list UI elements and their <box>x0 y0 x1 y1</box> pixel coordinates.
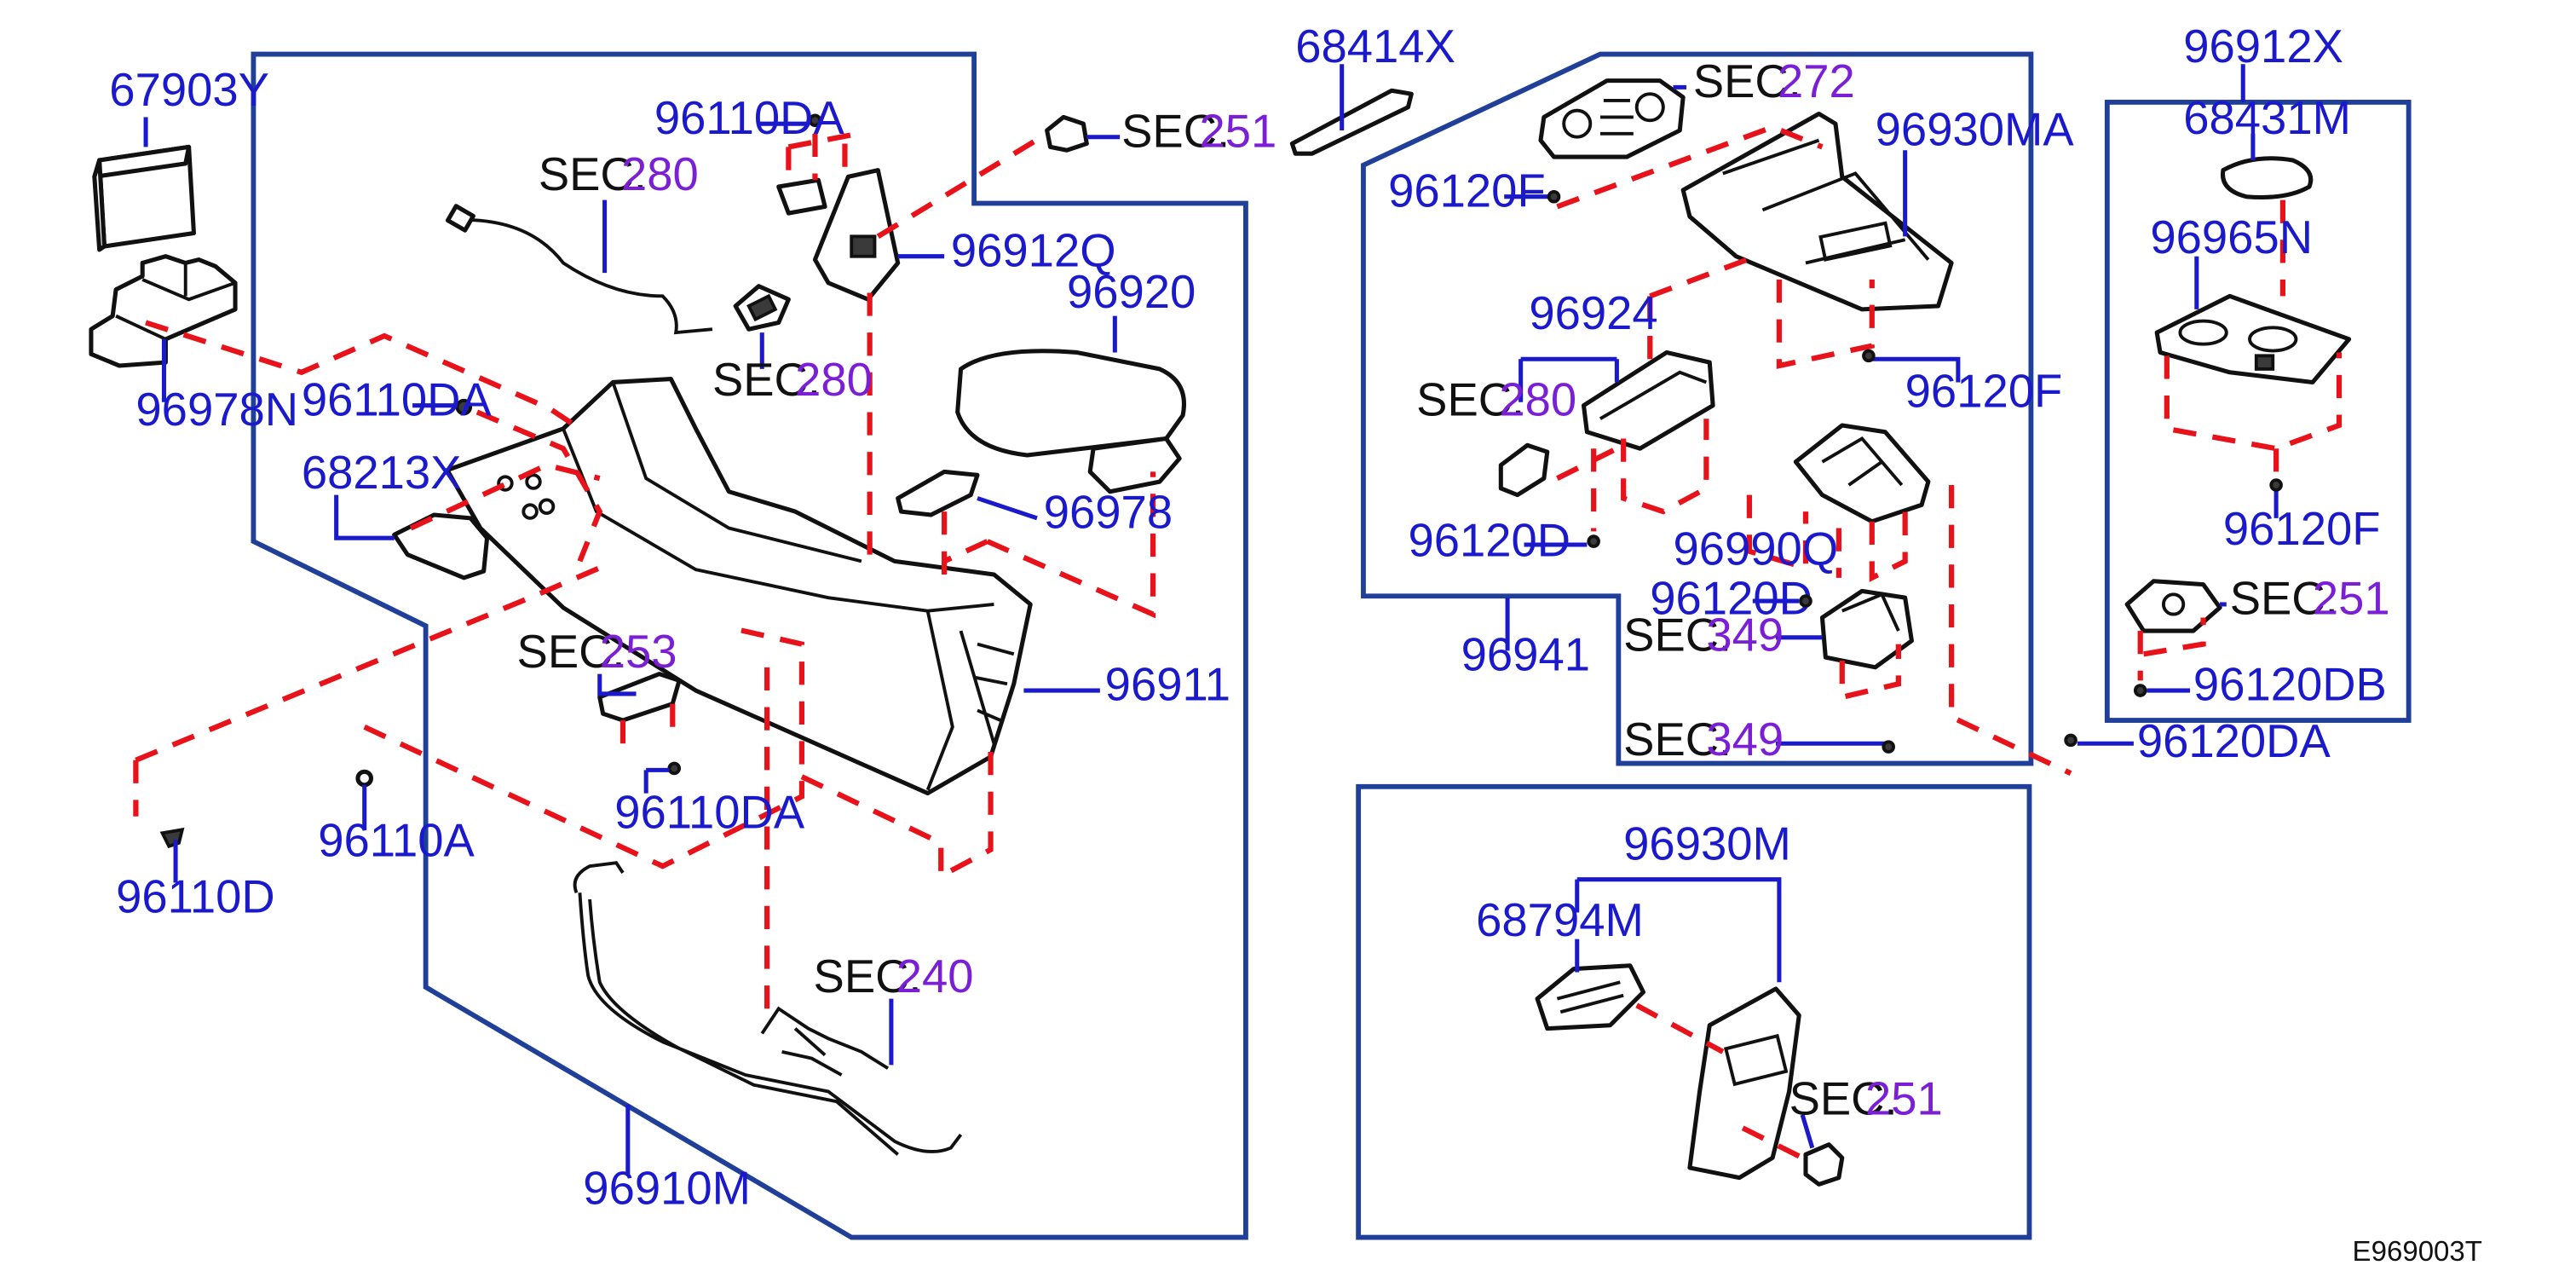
label-96120DA-right: 96120DA <box>2137 715 2331 767</box>
label-96930M: 96930M <box>1623 817 1791 869</box>
part-96912Q-shape <box>776 168 901 302</box>
sec-prefix: SEC. <box>712 354 821 406</box>
label-96941: 96941 <box>1461 629 1590 681</box>
diagram-code: E969003T <box>2353 1236 2482 1265</box>
label-96965N: 96965N <box>2150 211 2313 263</box>
part-harness-96910M-shape <box>573 861 963 1156</box>
reference-lines <box>133 124 2343 1164</box>
part-68431M-shape <box>2220 156 2314 200</box>
leader-lines <box>143 64 2279 1175</box>
sec-prefix: SEC. <box>1693 55 1801 107</box>
sec-number: 251 <box>2313 573 2390 625</box>
sec-ref-349-bolt: SEC. 349 <box>1623 713 1784 765</box>
sec-ref-240: SEC. 240 <box>814 950 974 1002</box>
label-96110D: 96110D <box>116 871 275 923</box>
part-96965N-shape <box>2154 293 2352 384</box>
sec-number: 272 <box>1778 55 1855 107</box>
part-control-272-shape <box>1538 78 1686 159</box>
label-96110DA-bottom: 96110DA <box>614 786 805 838</box>
part-67903Y-shape <box>92 144 196 252</box>
sec-ref-280-cable: SEC. 280 <box>539 148 699 200</box>
sec-prefix: SEC. <box>1416 373 1524 425</box>
part-96924-shape <box>1581 349 1715 451</box>
part-switch-251-b-shape <box>2124 579 2222 633</box>
part-clip-251-shape <box>1045 114 1089 153</box>
label-96912X: 96912X <box>2183 20 2343 72</box>
sec-ref-251-bottom: SEC. 251 <box>1789 1073 1943 1125</box>
sec-prefix: SEC. <box>1623 713 1732 765</box>
part-cable-280-shape <box>445 204 713 335</box>
part-96978N-shape <box>89 254 238 368</box>
sec-number: 251 <box>1199 105 1276 157</box>
part-switch-280-shape <box>733 284 791 332</box>
part-96911-shape <box>445 377 1033 796</box>
part-68213X-shape <box>392 512 490 581</box>
sec-number: 349 <box>1706 713 1784 765</box>
sec-number: 349 <box>1706 609 1784 661</box>
sec-prefix: SEC. <box>517 626 625 678</box>
sec-ref-251-top: SEC. 251 <box>1121 105 1276 157</box>
part-68414X-shape <box>1289 88 1414 156</box>
label-96930MA: 96930MA <box>1876 103 2075 155</box>
label-67903Y: 67903Y <box>109 64 269 116</box>
sec-prefix: SEC. <box>1789 1073 1898 1125</box>
sec-number: 280 <box>621 148 699 200</box>
label-96924: 96924 <box>1529 287 1657 339</box>
label-96110DA-left: 96110DA <box>302 373 493 425</box>
part-68794M-shape <box>1535 963 1646 1031</box>
label-96910M: 96910M <box>583 1163 751 1215</box>
sec-ref-280-switch: SEC. 280 <box>712 354 873 406</box>
part-switch-280-b-shape <box>1498 442 1550 498</box>
part-96978-shape <box>896 469 980 517</box>
label-68794M: 68794M <box>1476 894 1644 946</box>
sec-prefix: SEC. <box>814 950 922 1002</box>
label-96120D-left: 96120D <box>1408 515 1570 567</box>
sec-prefix: SEC. <box>2230 573 2338 625</box>
group-outline-console-main <box>251 51 1248 1240</box>
sec-ref-253: SEC. 253 <box>517 626 677 678</box>
part-bracket-253-shape <box>597 672 682 723</box>
sec-prefix: SEC. <box>1121 105 1230 157</box>
part-96920-shape <box>955 349 1186 494</box>
label-96120F-right: 96120F <box>2223 503 2381 555</box>
sec-number: 280 <box>795 354 873 406</box>
label-96912Q: 96912Q <box>951 224 1116 276</box>
sec-ref-280-96941: SEC. 280 <box>1416 373 1576 425</box>
label-68414X: 68414X <box>1295 20 1455 72</box>
part-clip-251-c-shape <box>1803 1142 1845 1187</box>
part-96930M-shape <box>1687 986 1801 1181</box>
label-96120F-mid: 96120F <box>1905 366 2063 418</box>
sec-prefix: SEC. <box>539 148 647 200</box>
label-96110DA-top: 96110DA <box>654 92 845 144</box>
label-96120DB: 96120DB <box>2193 659 2387 711</box>
group-outline-96941 <box>1361 51 2034 766</box>
label-68213X: 68213X <box>302 447 462 499</box>
sec-ref-272: SEC. 272 <box>1693 55 1855 107</box>
part-96990Q-shape <box>1793 423 1931 524</box>
sec-ref-251-right: SEC. 251 <box>2230 573 2390 625</box>
sec-number: 253 <box>600 626 677 678</box>
sec-number: 240 <box>896 950 974 1002</box>
sec-number: 251 <box>1865 1073 1943 1125</box>
label-96990Q: 96990Q <box>1673 523 1838 575</box>
sec-ref-349-module: SEC. 349 <box>1623 609 1784 661</box>
label-96911: 96911 <box>1105 659 1230 711</box>
fastener-icons <box>1547 189 2283 754</box>
label-96110A: 96110A <box>318 814 475 866</box>
group-outline-96930M <box>1356 783 2032 1240</box>
label-96920: 96920 <box>1067 266 1196 318</box>
label-96978: 96978 <box>1044 487 1173 539</box>
label-96120F-left: 96120F <box>1388 165 1546 217</box>
part-module-349-shape <box>1819 588 1914 670</box>
group-outline-96912X <box>2104 99 2412 723</box>
label-68431M: 68431M <box>2183 92 2351 144</box>
label-96120D-right: 96120D <box>1650 573 1812 625</box>
label-96978N: 96978N <box>135 384 298 436</box>
sec-prefix: SEC. <box>1623 609 1732 661</box>
sec-number: 280 <box>1499 373 1576 425</box>
